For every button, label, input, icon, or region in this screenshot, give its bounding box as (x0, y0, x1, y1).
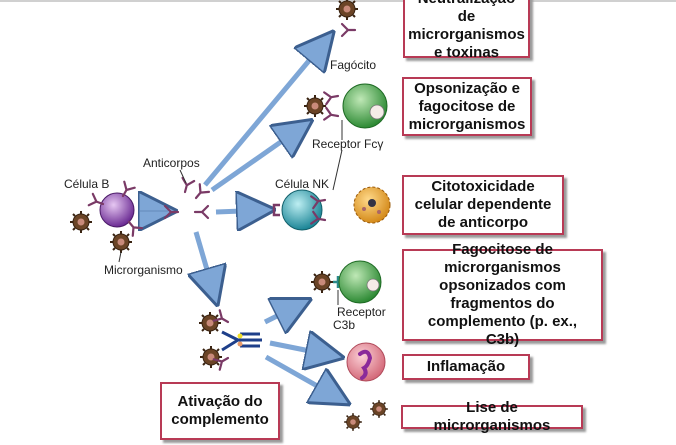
microbe (198, 311, 222, 335)
microbe (335, 0, 359, 21)
complement-complex (221, 330, 262, 352)
box-line: Fagocitose de (452, 241, 553, 258)
arrow-to-inflammation (269, 343, 335, 356)
arrow-to-c3b-phagocytosis (263, 303, 303, 322)
nk-cell (281, 189, 323, 231)
box-line: fagocitose de (418, 97, 516, 115)
box-line: microrganismos (408, 115, 526, 133)
box-inflammation: Inflamação (402, 354, 530, 380)
box-line: microrganismos (408, 26, 525, 43)
box-line: Ativação do (177, 393, 263, 410)
arrow-to-lysis (264, 354, 342, 400)
lysed-microbe (369, 399, 389, 419)
box-line: celular dependente (414, 196, 552, 213)
neutrophil (346, 342, 386, 382)
label-phagocyte: Fagócito (330, 58, 377, 72)
box-line: opsonizados com (439, 277, 566, 294)
box-line: complemento (p. ex., C3b) (427, 313, 578, 348)
arrow-to-complement (196, 231, 215, 297)
box-line: fragmentos do (450, 295, 555, 312)
box-line: complemento (171, 411, 269, 428)
phagocyte (338, 260, 382, 304)
label-microorganism: Microrganismo (104, 263, 183, 277)
b-cell (87, 180, 144, 237)
microbe (310, 270, 334, 294)
arrow-to-opsonization (210, 125, 305, 193)
box-line: e toxinas (433, 44, 500, 61)
arrows (140, 38, 342, 400)
box-line: Neutralização de (418, 0, 516, 25)
label-fc-receptor: Receptor Fcγ (312, 137, 384, 151)
lysed-microbe (343, 412, 363, 432)
label-nk-cell: Célula NK (275, 177, 330, 191)
box-line: Citotoxicidade (431, 178, 535, 195)
box-line: de anticorpo (437, 214, 528, 231)
box-line: Opsonização e (414, 79, 520, 97)
top-border (0, 0, 676, 2)
target-cell (353, 186, 391, 224)
label-c3b-receptor-2: C3b (333, 318, 356, 332)
box-line: Lise de microrganismos (433, 399, 551, 434)
label-c3b-receptor-1: Receptor (337, 305, 386, 319)
label-antibodies: Anticorpos (143, 156, 200, 170)
label-b-cell: Célula B (64, 177, 110, 191)
box-line: microrganismos (444, 259, 561, 276)
microbe (303, 94, 327, 118)
antibodies-cluster (163, 176, 211, 220)
box-line: Inflamação (426, 358, 506, 375)
microbe (199, 345, 223, 369)
microbe (69, 210, 93, 234)
arrow-to-neutralization (203, 38, 328, 187)
microbe (109, 230, 133, 254)
arrow-to-nk (215, 210, 266, 212)
box-lysis: Lise de microrganismos (401, 399, 583, 434)
